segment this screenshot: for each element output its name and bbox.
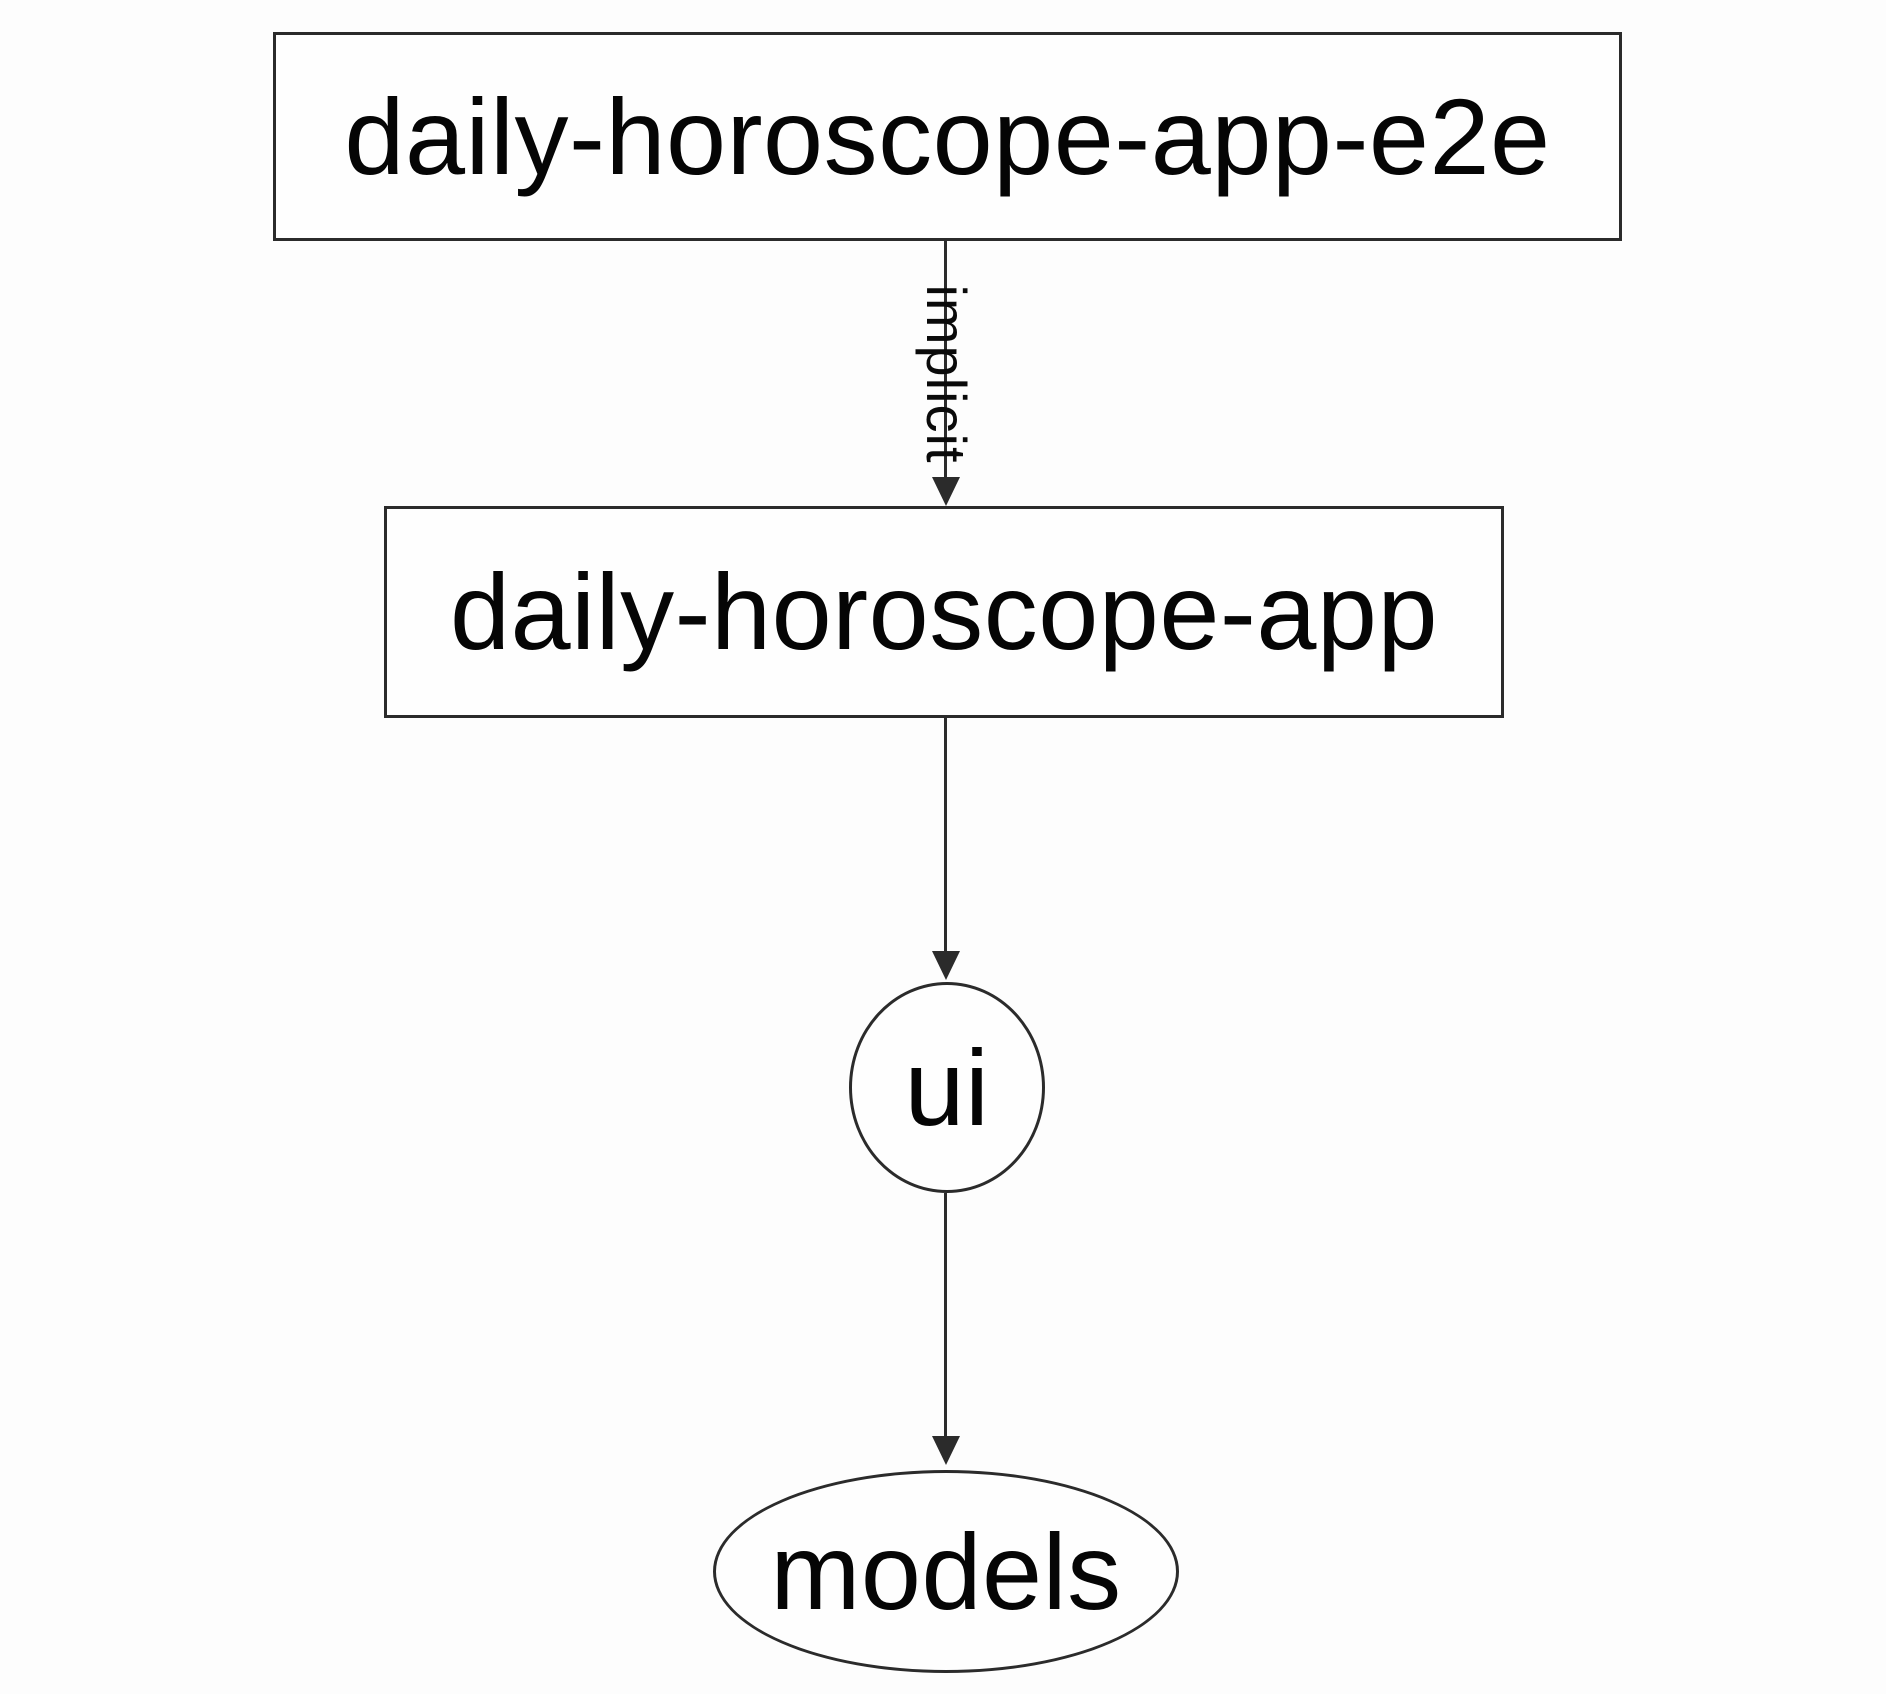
edge-ui-to-models-line	[944, 1193, 947, 1437]
node-label: ui	[904, 1026, 990, 1148]
edge-app-to-ui-line	[944, 718, 947, 952]
node-label: models	[770, 1510, 1122, 1632]
node-ui[interactable]: ui	[849, 982, 1045, 1193]
edge-implicit-line	[944, 241, 947, 478]
arrowhead-down-icon	[932, 477, 960, 506]
node-daily-horoscope-app-e2e[interactable]: daily-horoscope-app-e2e	[273, 32, 1622, 241]
node-label: daily-horoscope-app	[449, 551, 1439, 672]
edge-implicit-label: implicit	[915, 284, 978, 464]
node-daily-horoscope-app[interactable]: daily-horoscope-app	[384, 506, 1504, 718]
arrowhead-down-icon	[932, 951, 960, 980]
node-label: daily-horoscope-app-e2e	[344, 75, 1551, 197]
node-models[interactable]: models	[713, 1470, 1179, 1673]
arrowhead-down-icon	[932, 1436, 960, 1465]
